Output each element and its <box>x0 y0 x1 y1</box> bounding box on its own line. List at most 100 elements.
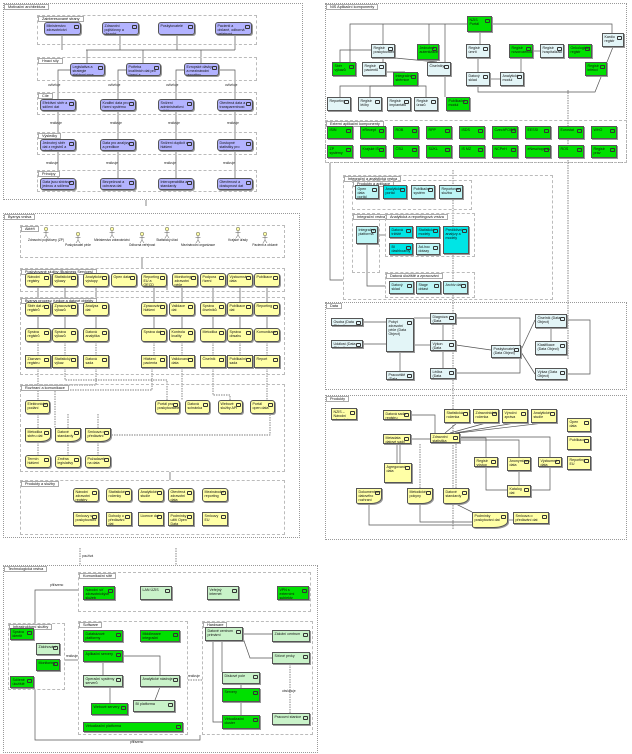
external-component[interactable]: Krajské IS <box>360 145 386 158</box>
application-component[interactable]: Reporting <box>327 97 351 111</box>
infra-service[interactable]: Zálohování <box>36 643 60 655</box>
system-software[interactable]: Aplikační servery <box>83 650 123 662</box>
business-process[interactable]: Reporting <box>254 302 280 316</box>
analytics-component[interactable]: BI dashboardy <box>389 243 413 255</box>
device[interactable]: Pracovní stanice <box>272 713 310 725</box>
integration-platform[interactable]: Integrační platforma <box>356 226 378 244</box>
business-function[interactable]: Správa obsahu <box>227 328 253 342</box>
external-component[interactable]: ISDS <box>459 126 485 139</box>
external-component[interactable]: WHO <box>591 126 617 139</box>
application-component[interactable]: Registr poskytovatelů <box>371 44 395 58</box>
business-function[interactable]: Správa registrů <box>25 328 51 342</box>
business-process[interactable]: Správa číselníků <box>200 302 226 316</box>
application-component[interactable]: Registr léčby <box>358 97 382 111</box>
product-element[interactable]: Katalog dat <box>507 485 531 497</box>
business-product[interactable]: Statistické ročenky <box>106 488 132 502</box>
business-service[interactable]: Open data <box>111 273 137 287</box>
system-software[interactable]: Analytické nástroje <box>140 675 180 687</box>
business-object[interactable]: Hlášení pacienta <box>141 355 167 368</box>
external-component[interactable]: NCPeH <box>492 145 518 158</box>
data-storage[interactable]: Datový sklad <box>389 281 414 294</box>
external-component[interactable]: CzechPOINT <box>492 126 518 139</box>
business-object[interactable]: Datová sada <box>83 355 109 368</box>
business-process[interactable]: Sběr dat z registrů <box>25 302 51 316</box>
contract[interactable]: Smlouvy EU <box>202 512 228 526</box>
contract[interactable]: Smlouvy s poskytovateli <box>73 512 99 526</box>
application-component[interactable]: Sběr výkazů <box>332 62 356 76</box>
business-product[interactable]: Mezinárodní reporting <box>202 488 228 502</box>
data-product[interactable]: Open data portál <box>355 185 379 199</box>
infra-service[interactable]: Sdílené úložiště <box>10 676 34 688</box>
product-element[interactable]: Statistická ročenka <box>444 409 470 423</box>
business-service[interactable]: Národní registry <box>25 273 51 287</box>
business-process[interactable]: Zpracování výkazů <box>52 302 78 316</box>
data-object[interactable]: Výkon (Data Object) <box>430 340 456 351</box>
product-element[interactable]: Dokumentace datového rozhraní <box>356 488 382 504</box>
system-software[interactable]: Operační systémy serverů <box>83 675 123 687</box>
external-component[interactable]: eRecept <box>360 126 386 139</box>
business-function[interactable]: Kontrola kvality <box>169 328 195 342</box>
contract[interactable]: Licence dat <box>138 512 164 526</box>
analytics-component[interactable]: Datová tržiště <box>389 226 413 238</box>
external-component[interactable]: ROS <box>558 145 584 158</box>
business-interface[interactable]: Webové služby API <box>218 400 243 414</box>
contract[interactable]: Dohody o předávání dat <box>106 512 132 526</box>
principle[interactable]: Bezpečnost a ochrana dat <box>100 178 136 190</box>
data-object[interactable]: Pracoviště (Data Object) <box>386 371 414 380</box>
business-function[interactable]: Metodika <box>200 328 226 342</box>
stakeholder[interactable]: Poskytovatelé <box>158 22 195 35</box>
application-component[interactable]: Analytický modul <box>500 72 524 86</box>
external-component[interactable]: IS MZ <box>459 145 485 158</box>
product-element[interactable]: Anonymizovaná data <box>507 457 531 471</box>
application-component[interactable]: Registr úmrtí <box>466 44 490 58</box>
business-object[interactable]: Záznam registru <box>25 355 51 368</box>
product-element[interactable]: Agregovaná data <box>384 463 412 483</box>
external-component[interactable]: ZP systémy <box>327 145 353 158</box>
business-service[interactable]: Statistické výkazy <box>52 273 78 287</box>
business-service[interactable]: Publikace <box>254 273 280 287</box>
analytics-component[interactable]: Ad-hoc dotazy <box>416 243 440 255</box>
business-product[interactable]: Národní zdravotní registry <box>73 488 99 502</box>
data-storage[interactable]: Stage oblast <box>416 281 441 294</box>
business-product[interactable]: Analytické studie <box>138 488 164 502</box>
network[interactable]: VPN s externími subjekty <box>277 586 309 600</box>
business-object[interactable]: Validovaná data <box>169 355 195 368</box>
goal[interactable]: Otevřená data a transparentnost <box>217 99 253 111</box>
infra-service[interactable]: Správa identit <box>10 628 34 640</box>
application-component[interactable]: Číselníky <box>427 62 451 76</box>
data-storage[interactable]: Archiv dat <box>443 281 468 294</box>
application-component[interactable]: Jednotná autentizace <box>417 44 439 60</box>
data-object[interactable]: Poskytovatel (Data Object) <box>491 345 521 358</box>
device[interactable]: Virtualizační cluster <box>222 715 260 729</box>
product-element[interactable]: NZIS – Národní zdravotní informační syst… <box>331 408 357 420</box>
system-software[interactable]: Middleware integrační <box>140 630 180 642</box>
external-component[interactable]: ISIN <box>327 126 353 139</box>
product-element[interactable]: Publikace <box>567 436 591 450</box>
business-interface[interactable]: Datová schránka <box>185 400 210 414</box>
driver[interactable]: Legislativa a strategie elektronizace zd… <box>70 63 105 76</box>
business-interface[interactable]: Elektronické podání <box>25 400 50 414</box>
data-object[interactable]: Výkaz (Data Object) <box>535 368 567 380</box>
business-service[interactable]: Monitoring zdravotní péče <box>172 273 198 287</box>
external-component[interactable]: Registr práv <box>591 145 617 158</box>
outcome[interactable]: Jednotný sběr dat z registrů a zdrojů <box>40 139 76 151</box>
business-document[interactable]: Datové standardy <box>55 428 81 442</box>
device[interactable]: Servery <box>222 688 260 702</box>
business-product[interactable]: Otevřená zdravotní data <box>168 488 194 502</box>
product-element[interactable]: Reporting EU <box>567 456 591 470</box>
driver[interactable]: Potřeba kvalitních dat pro řízení a plán… <box>126 63 161 76</box>
product-element[interactable]: Podmínky poskytování dat <box>472 512 508 528</box>
data-object[interactable]: Léčba (Data Object) <box>430 368 456 379</box>
business-document[interactable]: Smlouva o předávání <box>85 428 111 442</box>
principle[interactable]: Otevřenost a dostupnost dat <box>217 178 253 190</box>
business-process[interactable]: Analýza dat <box>83 302 109 316</box>
data-product[interactable]: Publikační systém <box>411 185 435 199</box>
goal[interactable]: Efektivní sběr a sdílení dat <box>40 99 76 111</box>
data-product[interactable]: Reportovací služba <box>439 185 463 199</box>
network[interactable]: Národní síť zdravotnických služeb <box>83 586 115 600</box>
product-element[interactable]: Registr výstup <box>474 457 498 467</box>
application-component[interactable]: Registr implantátů <box>387 97 411 111</box>
data-object[interactable]: Událost (Data Object) <box>331 340 363 348</box>
application-component[interactable]: Integrační sběrnice <box>393 72 418 86</box>
application-component[interactable]: Registr pacientů <box>362 62 386 76</box>
